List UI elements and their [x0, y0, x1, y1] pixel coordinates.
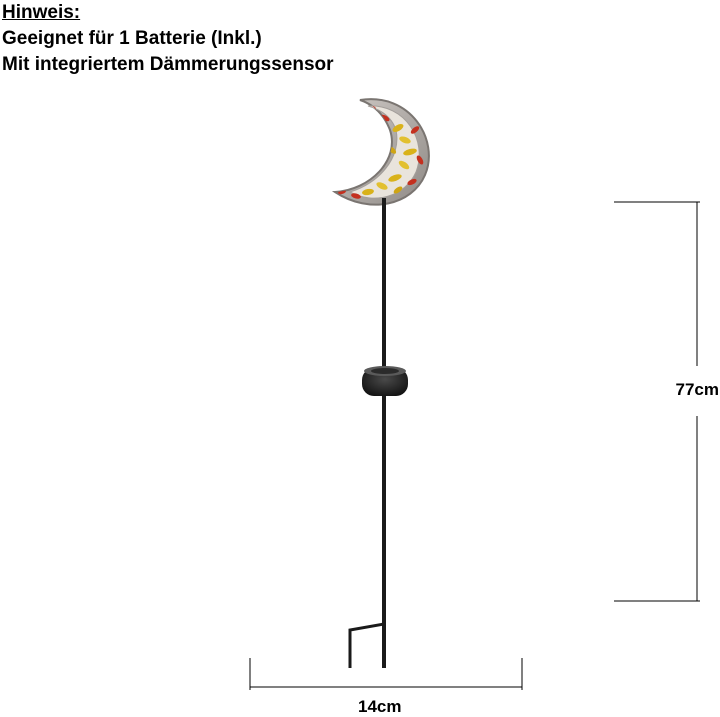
width-label: 14cm: [358, 697, 402, 716]
stake-upper: [382, 198, 386, 370]
note-battery: Geeignet für 1 Batterie (Inkl.): [2, 28, 262, 49]
height-dimension-line: [614, 201, 700, 602]
note-block: Hinweis: Geeignet für 1 Batterie (Inkl.)…: [2, 0, 334, 78]
stake-foot: [348, 622, 385, 668]
note-sensor: Mit integriertem Dämmerungssensor: [2, 54, 334, 75]
moon-decoration: [331, 98, 430, 206]
stake-lower: [382, 396, 386, 668]
width-dimension-line: [249, 658, 523, 690]
note-heading: Hinweis:: [2, 2, 81, 23]
height-label: 77cm: [675, 380, 719, 399]
solar-unit: [362, 366, 408, 396]
